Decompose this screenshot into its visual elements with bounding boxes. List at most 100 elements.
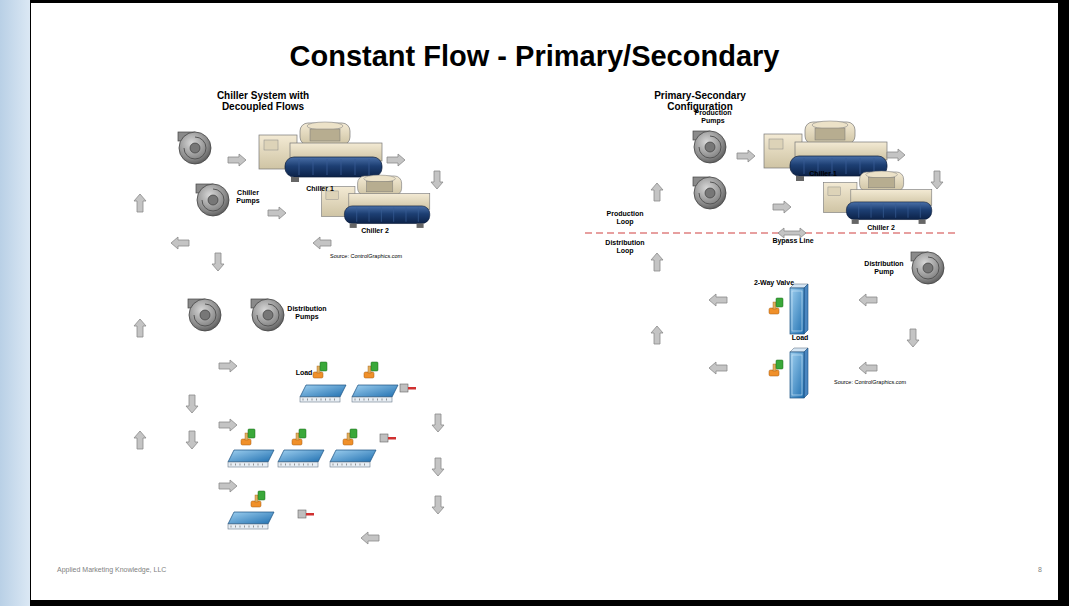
rect-shape	[228, 524, 268, 529]
part-label: Chiller 1	[295, 185, 345, 193]
flow-arrow	[709, 362, 727, 374]
line-shape	[258, 464, 259, 466]
load-coil	[790, 284, 808, 334]
line-shape	[231, 464, 232, 466]
chiller-symbol	[322, 175, 430, 228]
circle-shape	[190, 143, 200, 153]
rect-shape	[860, 172, 904, 191]
flow-arrow	[887, 149, 905, 161]
circle-shape	[189, 299, 221, 331]
circle-shape	[179, 132, 211, 164]
slide-background	[31, 3, 1058, 600]
line-shape	[368, 399, 369, 401]
flow-arrow	[773, 201, 791, 213]
part-label: Production Loop	[598, 210, 652, 225]
flow-arrow	[387, 154, 405, 166]
flow-arrow	[171, 237, 189, 249]
rect-shape	[350, 224, 357, 228]
path-shape	[202, 189, 224, 211]
part-label: Bypass Line	[768, 237, 818, 245]
line-shape	[356, 208, 357, 222]
flow-arrow	[432, 496, 444, 514]
line-shape	[290, 464, 291, 466]
rect-shape	[330, 462, 370, 467]
line-shape	[308, 464, 309, 466]
line-shape	[858, 204, 859, 218]
thermostat	[400, 384, 416, 392]
chiller-symbol	[824, 171, 932, 224]
flow-arrow	[709, 294, 727, 306]
circle-shape	[263, 310, 273, 320]
load-coil	[228, 512, 274, 529]
load-coil	[330, 450, 376, 467]
side-strip	[0, 0, 30, 606]
path-shape	[257, 304, 279, 326]
rect-shape	[417, 224, 424, 228]
flow-arrow	[219, 419, 237, 431]
rect-shape	[310, 129, 340, 141]
flow-arrow	[134, 431, 146, 449]
part-label: Chiller Pumps	[226, 189, 270, 204]
line-shape	[382, 399, 383, 401]
control-valve	[343, 429, 357, 445]
line-shape	[316, 399, 317, 401]
line-shape	[240, 464, 241, 466]
line-shape	[299, 159, 300, 175]
pump-symbol	[693, 131, 726, 163]
rect-shape	[347, 433, 350, 440]
flow-arrow	[361, 532, 379, 544]
circle-shape	[923, 263, 933, 273]
flow-arrow	[134, 194, 146, 212]
line-shape	[321, 399, 322, 401]
part-label: Distribution Pumps	[282, 305, 332, 320]
panel-heading: Chiller System with Decoupled Flows	[213, 90, 313, 112]
line-shape	[235, 464, 236, 466]
circle-shape	[694, 131, 726, 163]
rect-shape	[371, 362, 378, 371]
rect-shape	[278, 462, 318, 467]
loop-divider	[585, 232, 955, 233]
rect-shape	[400, 384, 408, 392]
flow-arrow	[134, 319, 146, 337]
rect-shape	[300, 123, 350, 145]
chiller-symbol	[259, 122, 382, 182]
circle-shape	[252, 299, 284, 331]
circle-shape	[705, 188, 715, 198]
path-shape	[194, 304, 216, 326]
flow-arrow	[651, 253, 663, 271]
line-shape	[312, 399, 313, 401]
rect-shape	[358, 176, 402, 195]
polygon-shape	[278, 450, 324, 462]
line-shape	[846, 158, 847, 174]
rect-shape	[248, 429, 255, 438]
path-shape	[699, 182, 721, 204]
rect-shape	[408, 387, 416, 390]
line-shape	[804, 158, 805, 174]
line-shape	[860, 158, 861, 174]
rect-shape	[317, 366, 320, 373]
pump-symbol	[178, 132, 211, 164]
circle-shape	[705, 142, 715, 152]
line-shape	[373, 399, 374, 401]
rect-shape	[919, 220, 926, 224]
rect-shape	[264, 140, 278, 150]
rect-shape	[796, 176, 804, 181]
line-shape	[258, 526, 259, 528]
rect-shape	[228, 462, 268, 467]
footer-text: 8	[1030, 566, 1050, 574]
line-shape	[235, 526, 236, 528]
footer-text: Applied Marketing Knowledge, LLC	[57, 566, 257, 574]
rect-shape	[368, 366, 371, 373]
circle-shape	[200, 310, 210, 320]
rect-shape	[300, 397, 340, 402]
line-shape	[244, 526, 245, 528]
rect-shape	[306, 513, 314, 516]
pump-symbol	[911, 252, 944, 284]
line-shape	[920, 204, 921, 218]
polygon-shape	[804, 284, 808, 334]
rect-shape	[846, 202, 931, 220]
thermostat	[298, 510, 314, 518]
flow-arrow	[651, 326, 663, 344]
line-shape	[313, 159, 314, 175]
